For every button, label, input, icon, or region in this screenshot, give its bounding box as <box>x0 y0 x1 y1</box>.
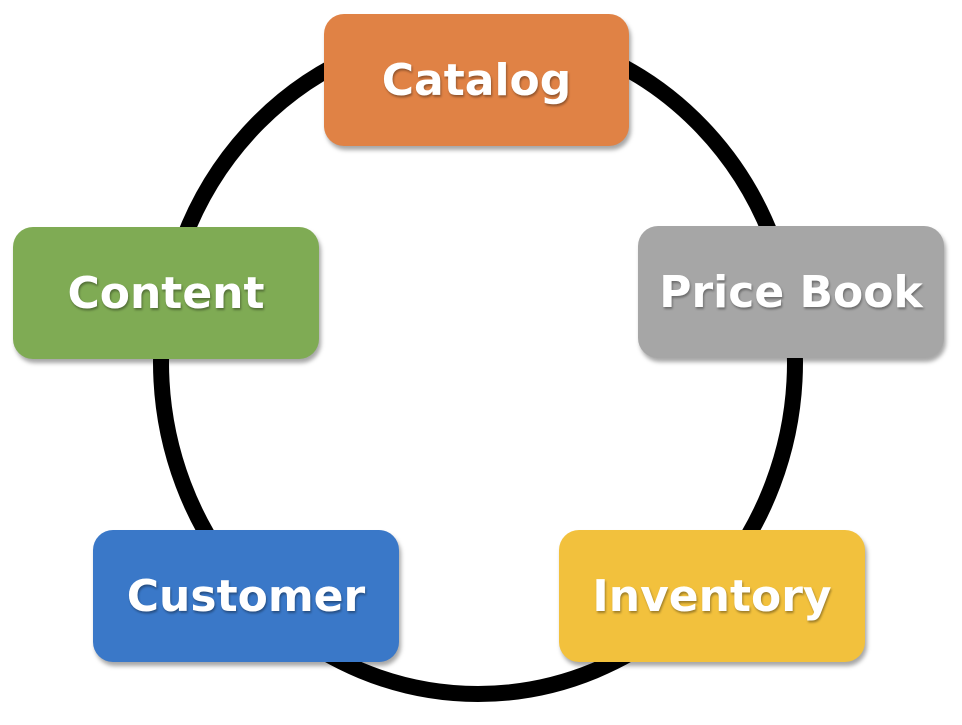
inventory-node: Inventory <box>559 530 865 662</box>
content-node: Content <box>13 227 319 359</box>
catalog-node: Catalog <box>324 14 629 146</box>
inventory-label: Inventory <box>592 570 832 622</box>
price-book-node: Price Book <box>638 226 944 358</box>
catalog-label: Catalog <box>381 54 572 106</box>
customer-node: Customer <box>93 530 399 662</box>
customer-label: Customer <box>126 570 366 622</box>
content-label: Content <box>67 267 265 319</box>
price-book-label: Price Book <box>659 266 923 318</box>
